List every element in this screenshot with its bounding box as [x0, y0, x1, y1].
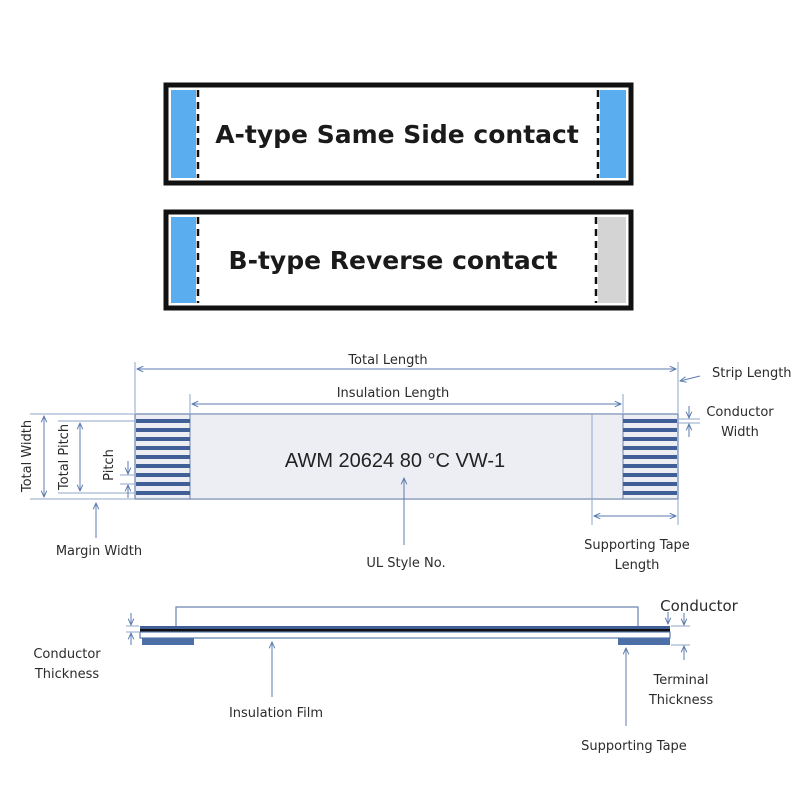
b-type-label: B-type Reverse contact — [229, 246, 558, 275]
insulation-length-label: Insulation Length — [337, 386, 450, 401]
margin-width-label: Margin Width — [56, 544, 142, 559]
total-width-label: Total Width — [20, 420, 35, 493]
supporting-tape-length-label-line2: Length — [615, 558, 660, 573]
b-type-right-contact — [598, 217, 626, 303]
insulation-film-top — [175, 606, 639, 626]
conductor-layer — [140, 629, 670, 632]
conductor-width-label-line2: Width — [721, 425, 759, 440]
strip-length-label: Strip Length — [712, 366, 792, 381]
conductor-thickness-label-line1: Conductor — [33, 647, 101, 662]
supporting-tape-length-label-line1: Supporting Tape — [584, 538, 690, 553]
supporting-tape-label: Supporting Tape — [581, 739, 687, 754]
terminal-thickness-label-line2: Thickness — [648, 693, 713, 708]
right-conductors — [623, 419, 677, 495]
b-type-left-contact — [171, 217, 196, 303]
insulation-film-label: Insulation Film — [229, 706, 323, 721]
conductor-thickness-label-line2: Thickness — [34, 667, 99, 682]
total-pitch-label: Total Pitch — [57, 424, 72, 491]
a-type-right-contact — [600, 90, 626, 178]
terminal-thickness-label-line1: Terminal — [653, 673, 709, 688]
ul-style-label: UL Style No. — [366, 556, 445, 571]
a-type-left-contact — [171, 90, 196, 178]
pitch-label: Pitch — [102, 449, 117, 481]
insulation-film-bottom — [139, 631, 671, 639]
supporting-tape-right — [618, 638, 670, 645]
insulation-area — [189, 413, 624, 500]
top-view: Total Length Insulation Length Strip Len… — [20, 353, 792, 573]
cable-marking-text: AWM 20624 80 °C VW-1 — [285, 450, 505, 472]
total-length-label: Total Length — [347, 353, 427, 368]
side-view: Conductor Conductor Thickness Terminal T… — [33, 597, 738, 754]
conductor-layer-top — [140, 626, 670, 629]
supporting-tape-left — [142, 638, 194, 645]
conductor-label: Conductor — [660, 597, 738, 615]
a-type-panel: A-type Same Side contact — [163, 82, 634, 186]
left-conductors — [136, 419, 190, 495]
a-type-label: A-type Same Side contact — [215, 120, 579, 149]
b-type-panel: B-type Reverse contact — [163, 209, 634, 311]
conductor-width-label-line1: Conductor — [706, 405, 774, 420]
